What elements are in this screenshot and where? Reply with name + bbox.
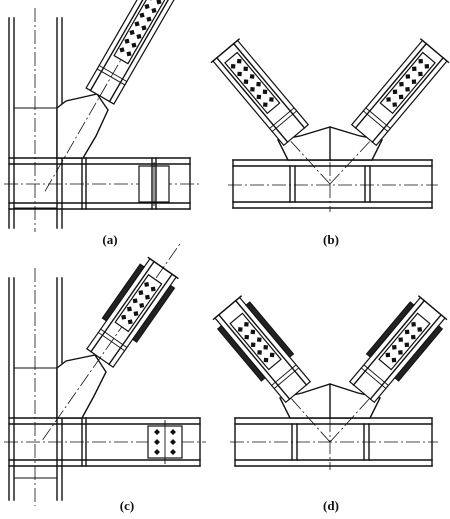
caption-c: (c)	[120, 498, 134, 513]
beam-c	[4, 417, 206, 467]
beam-b	[228, 140, 438, 212]
bolt-group-c	[121, 281, 156, 325]
panel-a: (a)	[4, 0, 200, 247]
brace-a	[44, 0, 190, 192]
brace-d-right	[348, 295, 448, 404]
beam-a	[4, 157, 200, 210]
column-a	[8, 8, 63, 232]
caption-d: (d)	[323, 498, 339, 513]
beam-splice-a	[138, 157, 170, 210]
gusset-plate-c	[56, 354, 107, 419]
panel-d: (d)	[212, 295, 448, 513]
bolt-group-b-right	[386, 58, 430, 107]
bolt-group-d-left	[238, 322, 275, 363]
column-c	[8, 268, 63, 506]
beam-splice-c	[147, 420, 183, 464]
caption-a: (a)	[102, 232, 117, 247]
brace-b-left	[210, 38, 310, 147]
brace-d-left	[212, 295, 312, 404]
beam-d	[230, 396, 438, 470]
brace-c	[42, 243, 181, 441]
bolt-group-b-left	[230, 58, 274, 107]
bolt-group-a	[119, 0, 162, 57]
splice-plate-a	[113, 0, 171, 65]
panel-b: (b)	[210, 38, 450, 247]
brace-b-right	[350, 38, 450, 147]
weld-strip-c	[101, 263, 176, 343]
panel-c: (c)	[4, 243, 206, 513]
caption-b: (b)	[323, 232, 339, 247]
bolt-group-d-right	[385, 322, 422, 363]
